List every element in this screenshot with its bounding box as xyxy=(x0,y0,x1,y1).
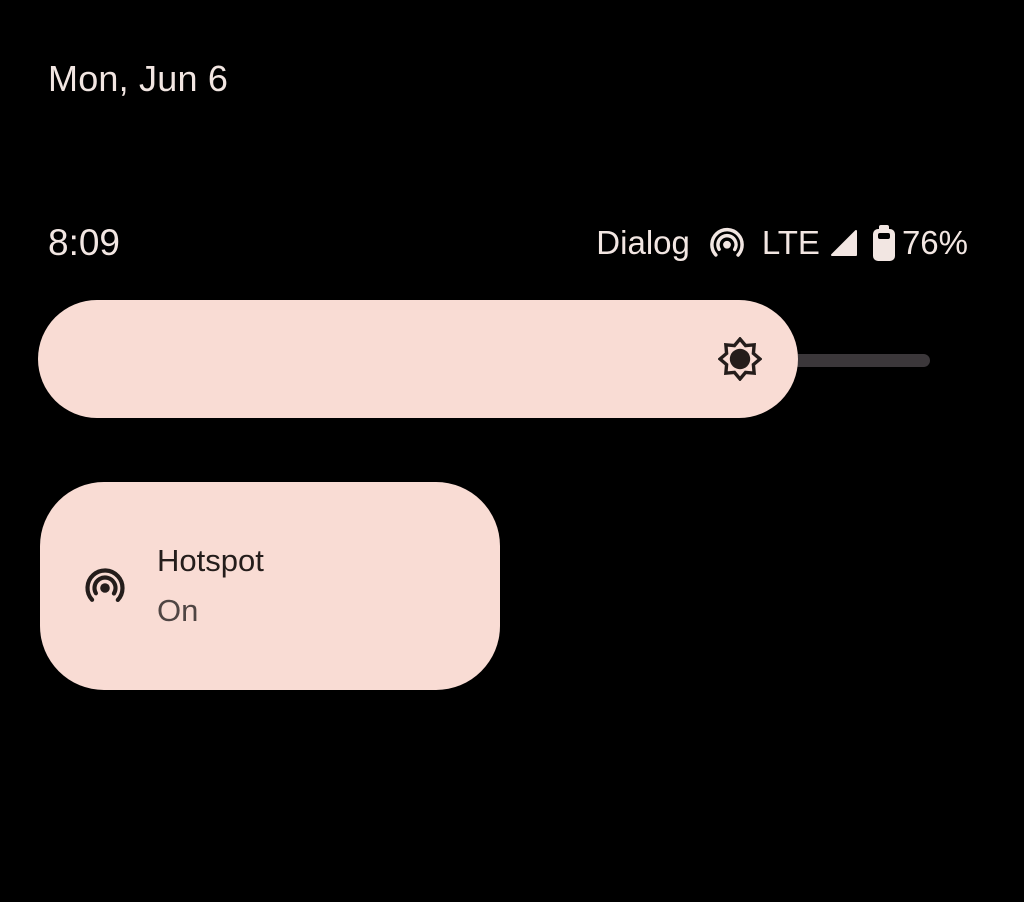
shade-date: Mon, Jun 6 xyxy=(48,58,229,99)
signal-strength-icon xyxy=(830,229,858,257)
network-type-label: LTE xyxy=(761,224,820,261)
brightness-slider[interactable] xyxy=(38,300,798,418)
qs-tile-status: On xyxy=(157,593,199,628)
hotspot-status-icon xyxy=(708,224,746,262)
battery-percent-label: 76% xyxy=(901,224,968,261)
brightness-slider-track[interactable] xyxy=(780,354,930,367)
brightness-icon xyxy=(718,337,762,381)
status-bar-right: Dialog LTE xyxy=(596,224,968,262)
carrier-name: Dialog xyxy=(596,224,690,261)
battery-icon xyxy=(872,224,896,262)
hotspot-icon xyxy=(85,568,125,608)
status-bar: 8:09 Dialog LTE xyxy=(48,220,968,266)
status-time: 8:09 xyxy=(48,222,121,263)
qs-tile-label: Hotspot xyxy=(157,543,264,578)
qs-tile-text: Hotspot On xyxy=(157,536,264,636)
qs-tile-hotspot[interactable]: Hotspot On xyxy=(40,482,500,690)
